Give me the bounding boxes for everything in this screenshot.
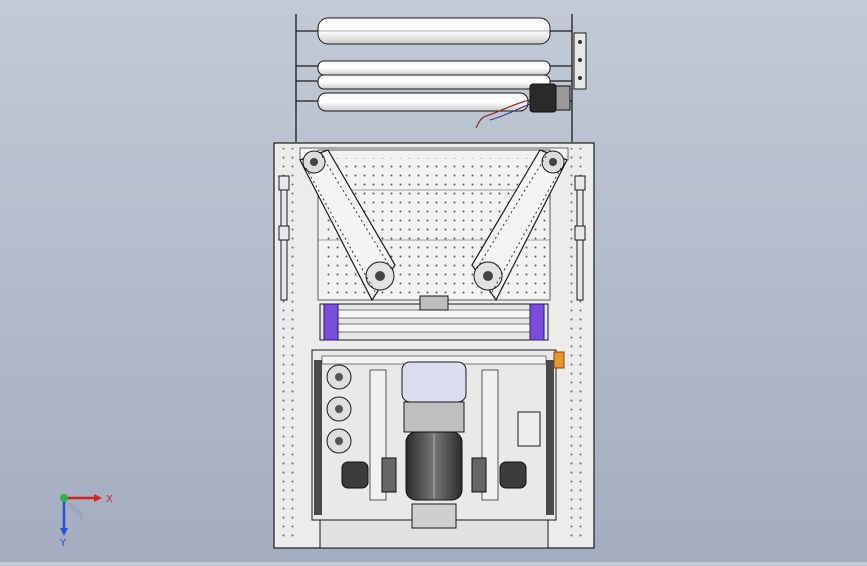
right-swing-arm [471,149,568,302]
drive-wheel [405,431,463,501]
side-bracket [573,32,587,90]
side-wheels [341,457,527,493]
left-purple-block [323,303,339,341]
roller-3 [317,74,551,90]
drive-motor [475,83,571,129]
roller-2 [317,60,551,76]
x-axis-label: X [106,494,113,505]
orange-fitting [553,351,565,369]
central-motor [401,361,467,433]
right-guide-rod [574,175,586,301]
roller-1 [317,17,551,45]
idler-pulleys [326,364,352,454]
coordinate-triad: X Y [44,478,124,549]
side-module [517,411,541,447]
cross-beam [319,295,549,341]
triad-plane-arc [64,502,84,522]
base-plate [319,503,549,549]
arrow-right-icon [94,494,102,502]
left-swing-arm [299,149,396,302]
z-axis-dot [60,494,68,502]
roller-4 [317,92,529,112]
left-guide-rod [278,175,290,301]
right-purple-block [529,303,545,341]
y-axis-label: Y [59,538,67,548]
arrow-down-icon [60,528,68,536]
